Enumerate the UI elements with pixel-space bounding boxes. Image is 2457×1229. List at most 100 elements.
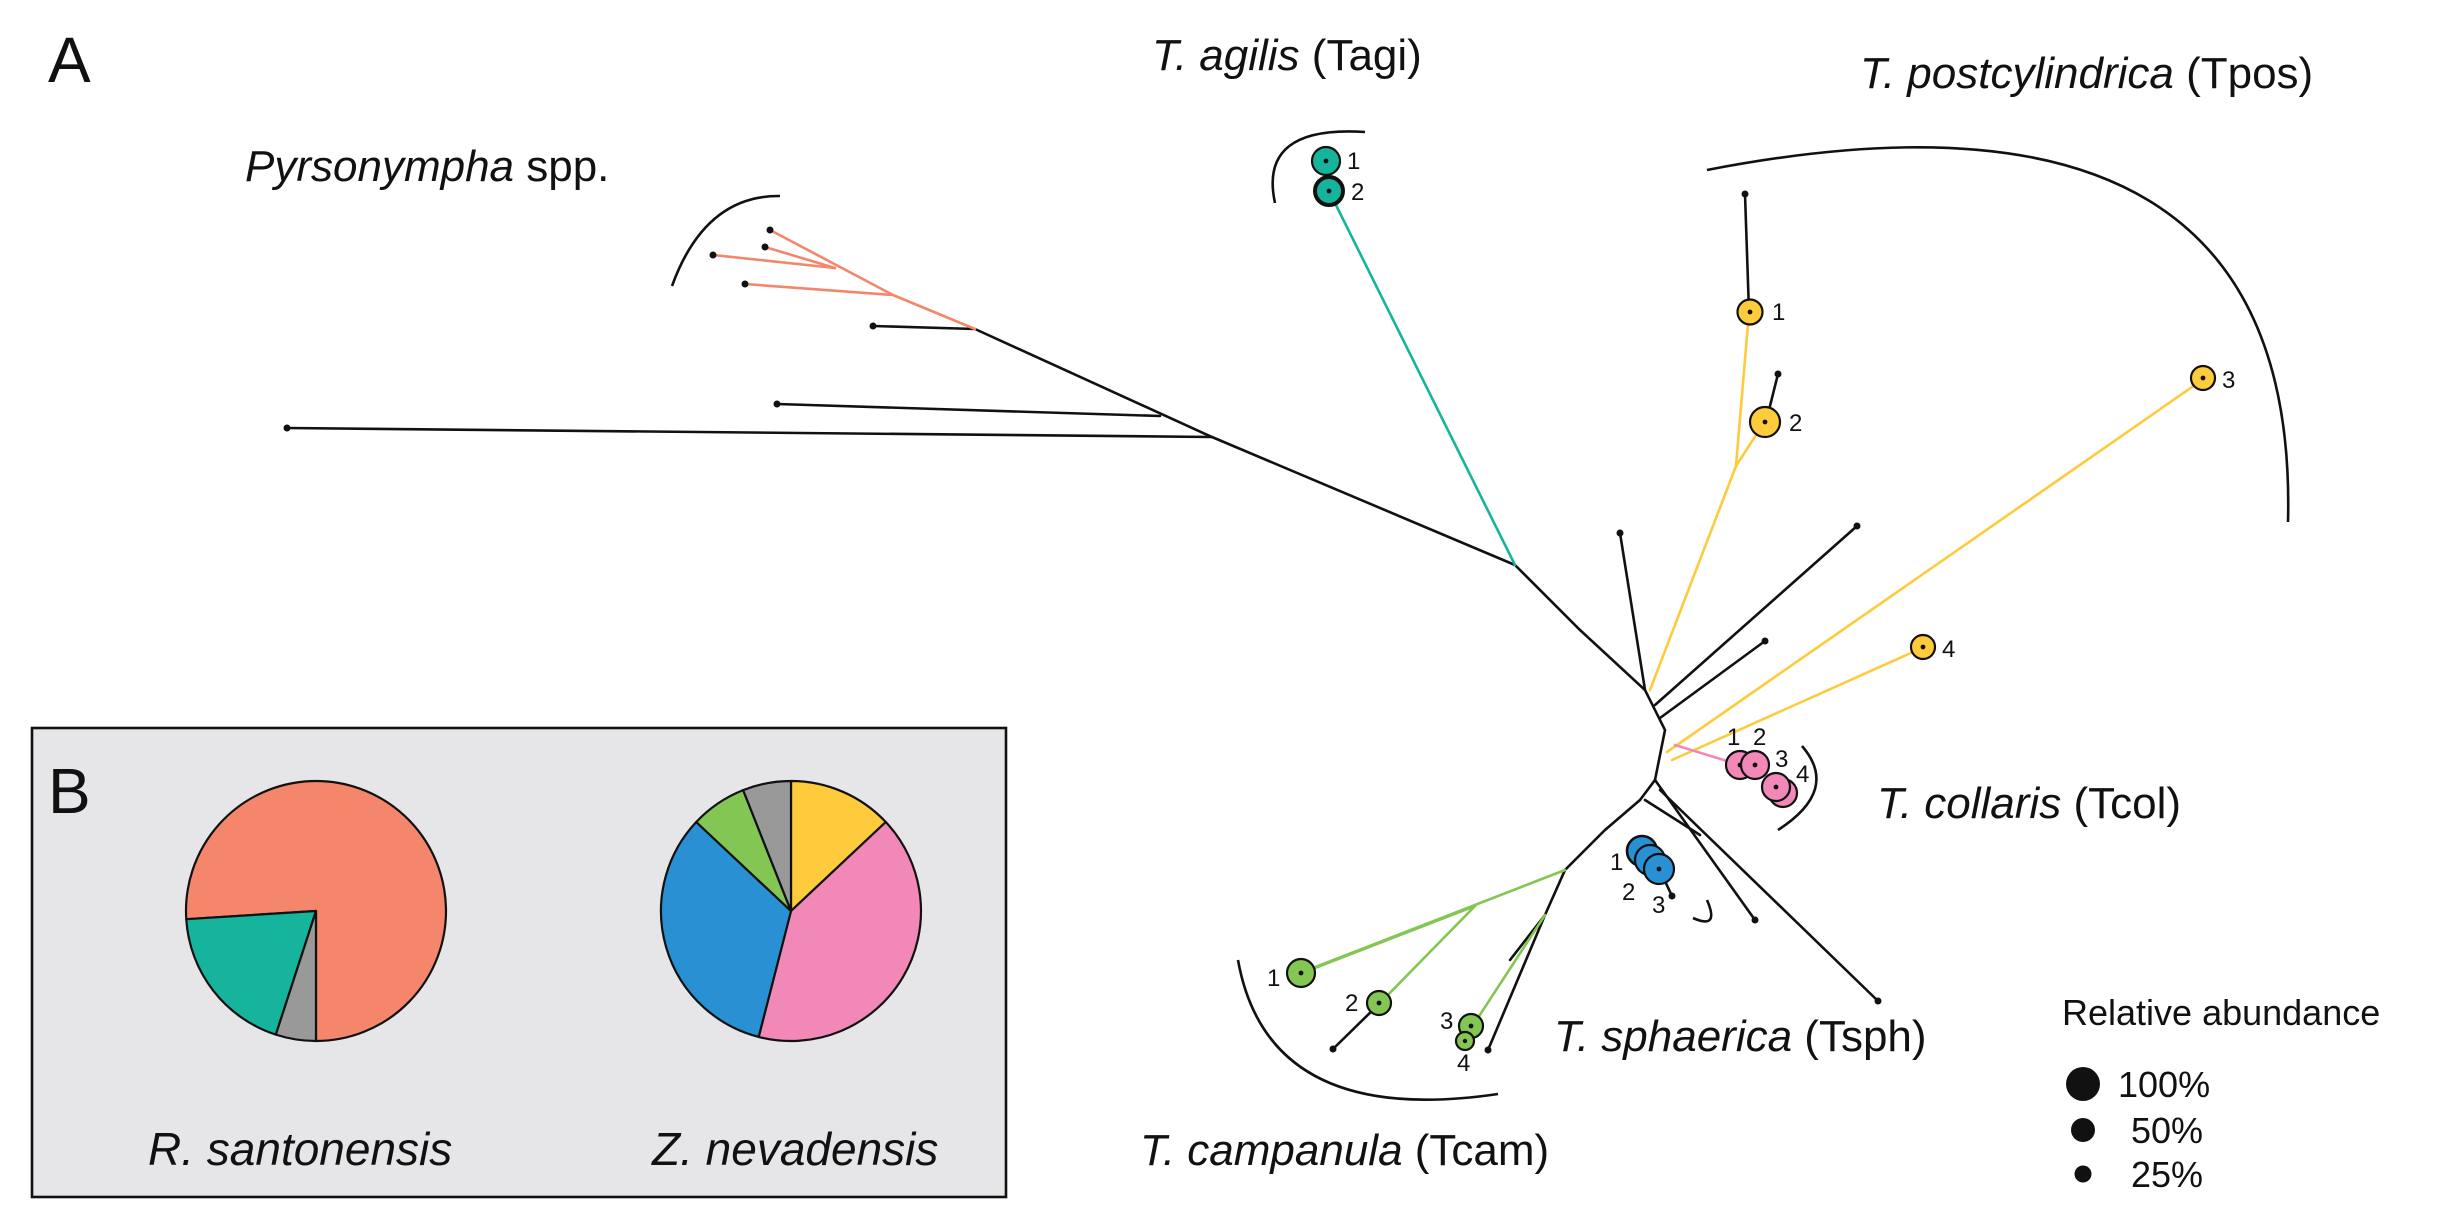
- branch-tcam-2: [1378, 904, 1477, 1005]
- tip-center: [2200, 375, 2206, 381]
- pie-slice-other: [742, 779, 793, 913]
- pie-slice-tsph: [659, 820, 793, 1039]
- legend-marker-25: [2074, 1165, 2092, 1183]
- panel-letter-a: A: [48, 24, 91, 96]
- leaf-dot: [1329, 1045, 1337, 1053]
- branch-pyr-c: [743, 282, 895, 297]
- branch-outgroup-3: [871, 324, 977, 331]
- tips-tagi: 1 2: [1310, 145, 1364, 207]
- leaf-dot: [1853, 522, 1861, 530]
- pie-slice-tpos: [789, 779, 887, 913]
- panel-letter-b: B: [48, 755, 91, 827]
- branch-tcam-1: [1300, 904, 1477, 975]
- pie-slice-other: [274, 909, 318, 1043]
- pie-slice-pyrsonympha: [184, 779, 448, 1043]
- tips-tsph: 1 2 3: [1610, 834, 1676, 919]
- tip-center: [1656, 866, 1662, 872]
- branch-tpos-1-black: [1743, 192, 1751, 314]
- leaf-dot: [766, 226, 774, 234]
- bracket-tagi: [1271, 130, 1366, 204]
- leaf-dot: [869, 322, 877, 330]
- legend-marker-50: [2071, 1118, 2095, 1142]
- pie-slice-tcol: [757, 820, 923, 1043]
- branch-lower-3: [1643, 798, 1702, 837]
- clade-label-tpos: T. postcylindrica (Tpos): [1860, 49, 2313, 98]
- leaf-dot: [709, 251, 717, 259]
- leaf-dot: [773, 400, 781, 408]
- clade-label-tagi: T. agilis (Tagi): [1152, 31, 1422, 80]
- branch-tcam-3: [1470, 913, 1547, 1029]
- tip-label: 4: [1942, 636, 1955, 663]
- tip-label: 4: [1457, 1050, 1470, 1077]
- branch-backbone-upper: [973, 327, 1517, 567]
- bracket-tsph: [1692, 899, 1713, 923]
- leaf-dot: [283, 424, 291, 432]
- branch-tcam-black-1: [1486, 913, 1547, 1052]
- tip-label: 1: [1267, 965, 1280, 992]
- tip-label: 3: [1440, 1008, 1453, 1035]
- leaf-dot: [1761, 637, 1769, 645]
- tip-label: 2: [1345, 990, 1358, 1017]
- leaf-dot: [1741, 190, 1749, 198]
- tree-branches: [285, 192, 1880, 1052]
- pie-slice-tagi: [185, 909, 318, 1036]
- branch-tpos-4: [1670, 646, 1924, 762]
- pie-chart-r-santonensis: [184, 779, 448, 1043]
- tip-center: [1462, 1038, 1468, 1044]
- tip-center: [1762, 419, 1768, 425]
- tip-label: 3: [1652, 892, 1665, 919]
- legend-title: Relative abundance: [2062, 992, 2380, 1033]
- tip-center: [1752, 762, 1758, 768]
- tip-center: [1323, 158, 1329, 164]
- branch-short-2: [1653, 524, 1859, 707]
- leaf-dots: [283, 190, 1882, 1054]
- leaf-dot: [1484, 1046, 1492, 1054]
- branch-pyr-d: [763, 245, 837, 270]
- legend-marker-100: [2066, 1067, 2100, 1101]
- bracket-pyrsonympha: [670, 194, 781, 287]
- clade-label-tsph: T. sphaerica (Tsph): [1554, 1012, 1927, 1061]
- tip-center: [1298, 970, 1304, 976]
- leaf-dot: [761, 243, 769, 251]
- clade-brackets: [670, 130, 2290, 1101]
- tip-label: 1: [1727, 724, 1740, 751]
- clade-label-tcam: T. campanula (Tcam): [1140, 1126, 1549, 1175]
- branch-long-outgroup-2: [775, 402, 1162, 418]
- tip-label: 1: [1772, 299, 1785, 326]
- branch-short-1: [1618, 531, 1647, 692]
- tip-center: [1326, 188, 1332, 194]
- leaf-dot: [1774, 370, 1782, 378]
- legend-relative-abundance: Relative abundance 100% 50% 25%: [2062, 992, 2380, 1195]
- tips-tcam: 1 2 3 4: [1267, 957, 1485, 1077]
- bracket-tcam: [1236, 959, 1499, 1101]
- leaf-dot: [1668, 892, 1676, 900]
- branch-backbone-lower: [1513, 563, 1667, 802]
- tip-label: 2: [1622, 879, 1635, 906]
- tip-center: [1747, 309, 1753, 315]
- tips-tcol: 1 2 3 4: [1724, 724, 1809, 809]
- branch-lower-path: [1508, 798, 1642, 962]
- branch-tsph-2: [1658, 788, 1880, 1003]
- branch-long-outgroup-1: [285, 426, 1214, 439]
- tip-center: [1376, 1000, 1382, 1006]
- branch-pyr-stem: [891, 293, 977, 331]
- tip-label: 1: [1347, 148, 1360, 175]
- tip-label: 3: [2222, 367, 2235, 394]
- branch-tagi: [1328, 191, 1517, 567]
- tips-tpos: 1 2 3 4: [1736, 298, 2235, 663]
- pie-title-r-santonensis: R. santonensis: [148, 1123, 452, 1175]
- pie-chart-z-nevadensis: [659, 779, 923, 1043]
- tip-center: [1468, 1023, 1474, 1029]
- leaf-dot: [1616, 529, 1624, 537]
- pyrsonympha-branches: [711, 228, 977, 331]
- tip-label: 1: [1610, 849, 1623, 876]
- branch-pyr-a: [768, 228, 895, 297]
- clade-label-tcol: T. collaris (Tcol): [1877, 779, 2181, 828]
- leaf-dot: [1751, 916, 1759, 924]
- tip-center: [1920, 644, 1926, 650]
- legend-item-label: 25%: [2131, 1154, 2203, 1195]
- legend-item-label: 100%: [2118, 1064, 2210, 1105]
- branch-tpos-3: [1665, 376, 2207, 754]
- tip-label: 4: [1796, 761, 1809, 788]
